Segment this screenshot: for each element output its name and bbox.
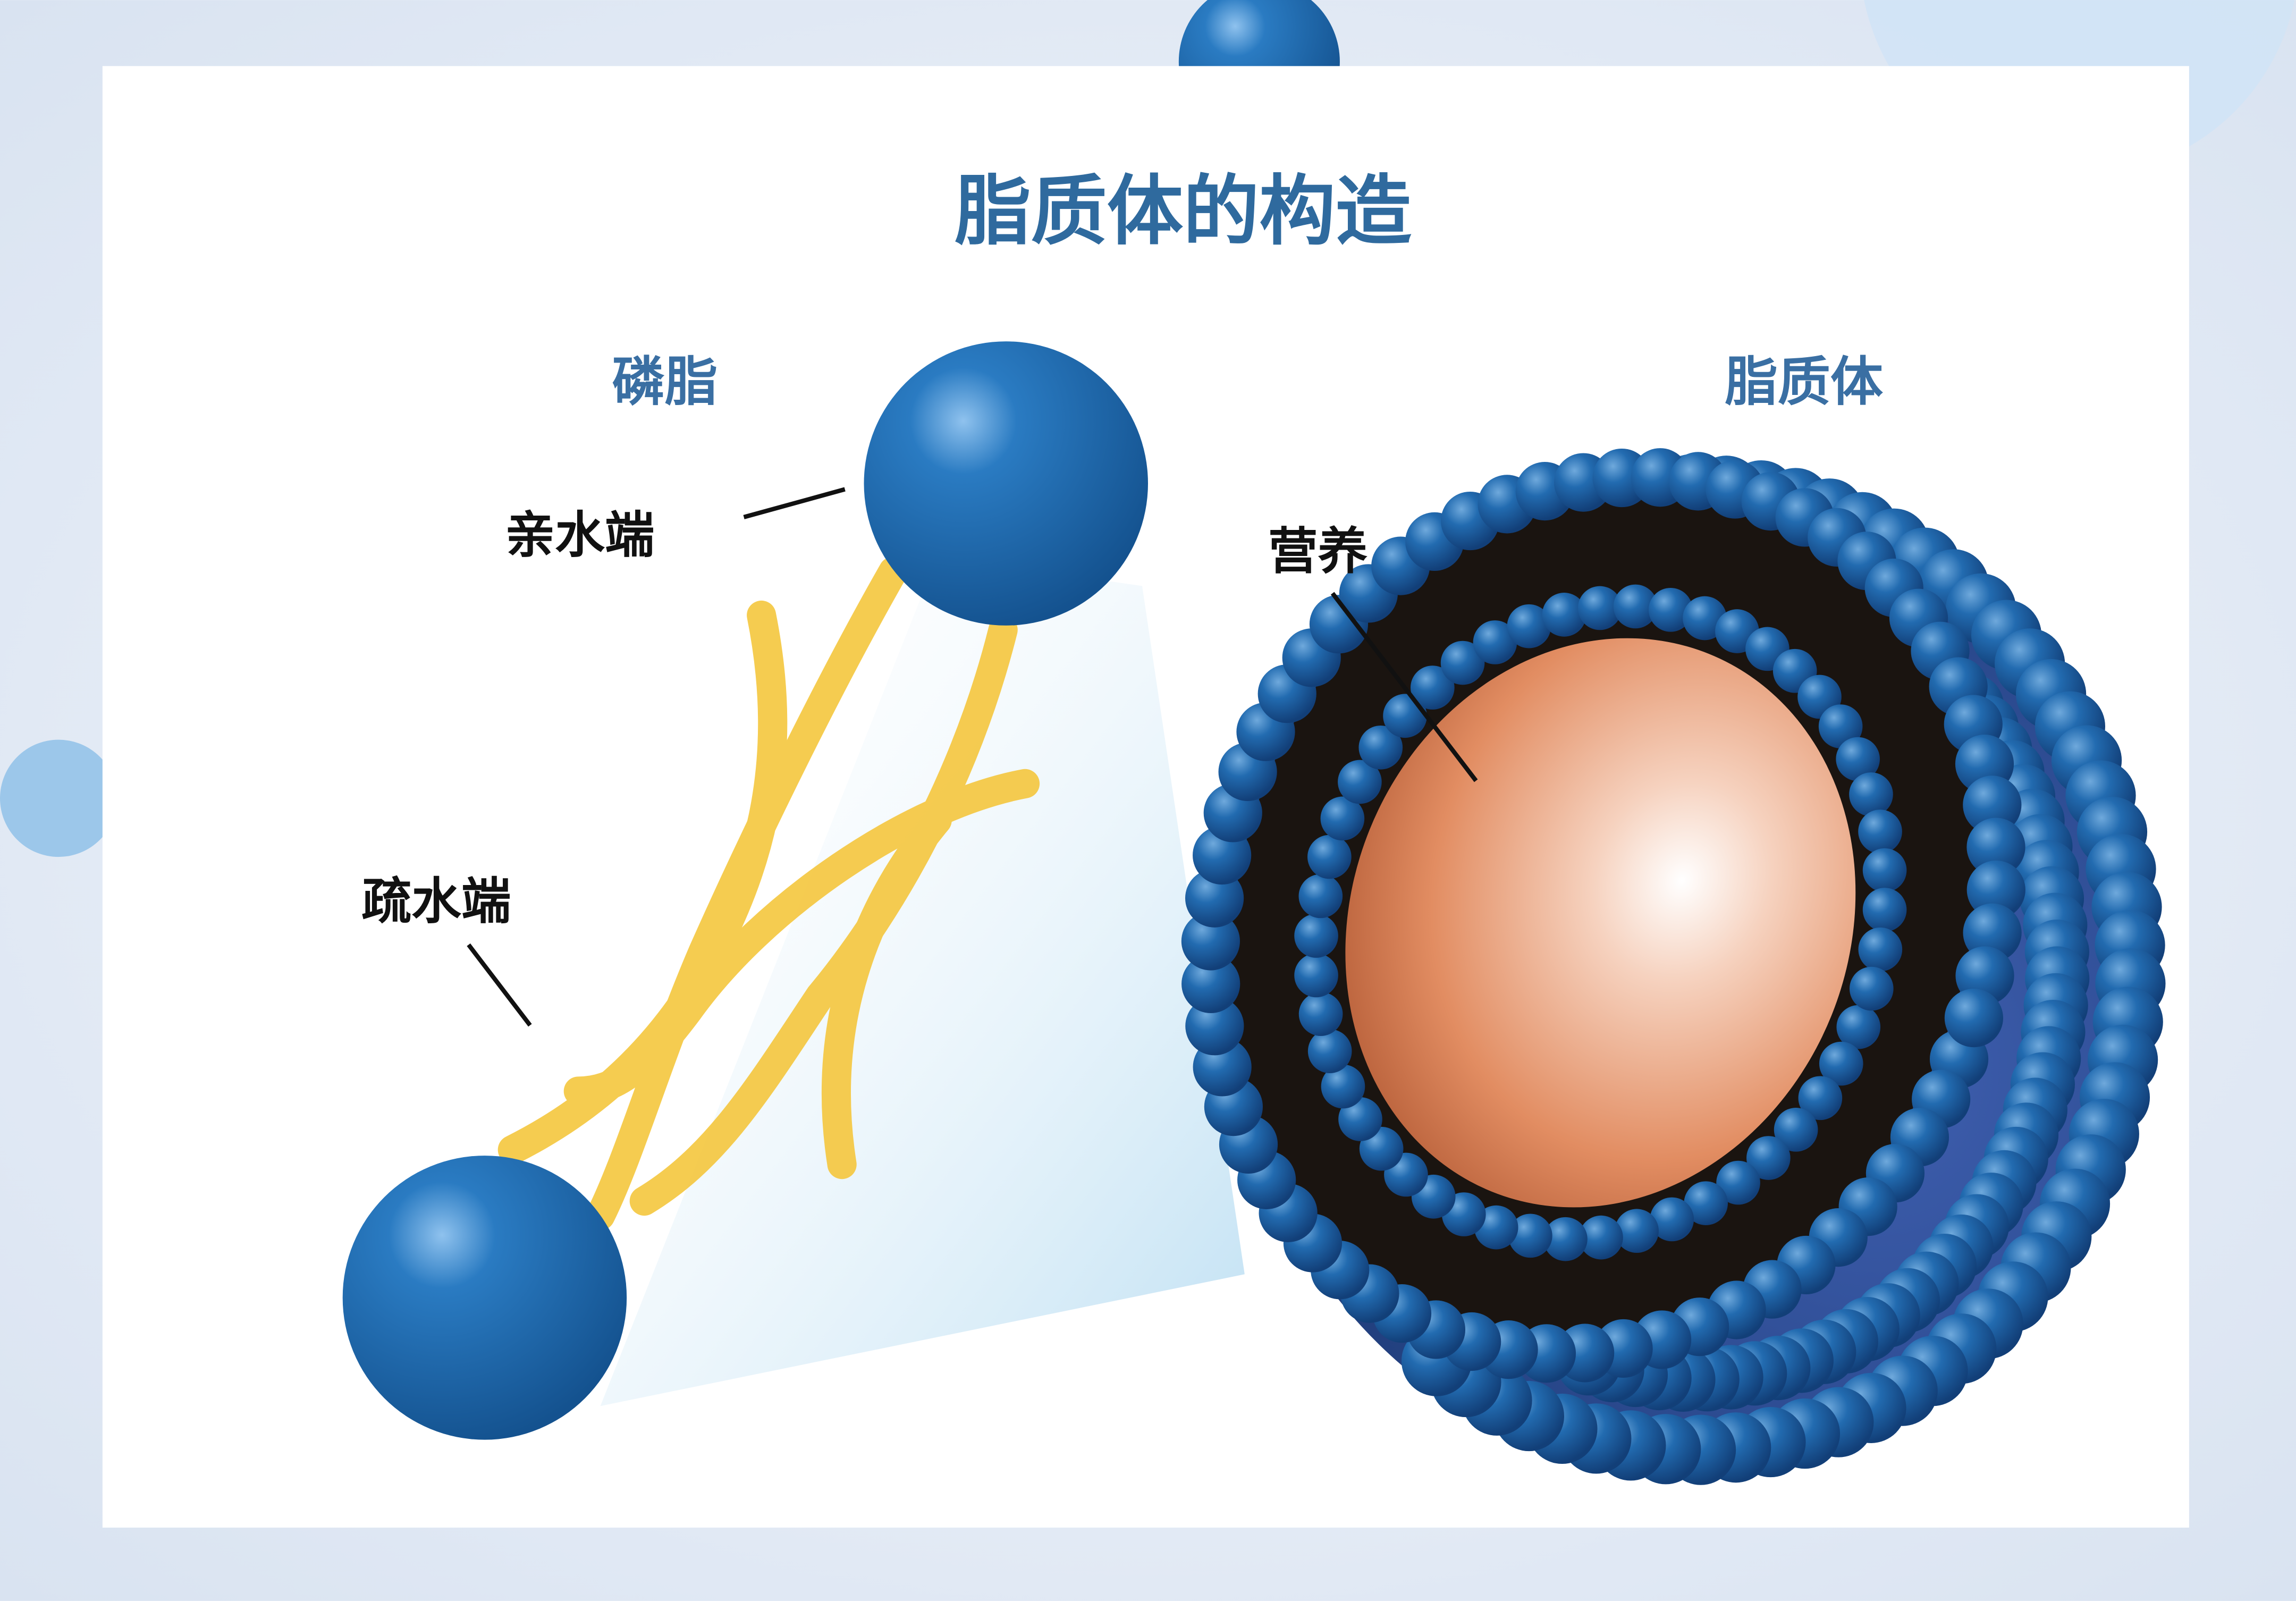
lipid-head-bead [1819, 1041, 1863, 1086]
lipid-head-bead [1836, 737, 1880, 781]
lipid-head-bead [1542, 593, 1586, 637]
lipid-head-bead [1298, 992, 1343, 1037]
leader-line [467, 943, 532, 1027]
lipid-head-bead [1358, 725, 1403, 770]
liposome-heading: 脂质体 [1725, 351, 1884, 412]
lipid-head-bead [1615, 1209, 1659, 1253]
nutrient-core [1345, 638, 1856, 1208]
lipid-head-bead [1185, 997, 1244, 1056]
hydrophilic-head-sphere [864, 341, 1148, 626]
lipid-head-bead [1966, 818, 2025, 877]
lipid-head-bead [1798, 1076, 1843, 1120]
liposome [1181, 448, 2166, 1485]
lipid-head-bead [1440, 641, 1485, 685]
lipid-head-bead [1684, 1181, 1728, 1225]
lipid-head-bead [1307, 835, 1352, 879]
phospholipid-heading: 磷脂 [612, 351, 718, 412]
lipid-head-bead [1579, 1215, 1623, 1260]
lipid-head-bead [1294, 914, 1338, 958]
inner-bead-layer [1294, 584, 1907, 1261]
lipid-head-bead [1862, 848, 1907, 892]
lipid-head-bead [1307, 1029, 1352, 1073]
tail [821, 805, 952, 1179]
lipid-head-bead [1338, 1097, 1382, 1141]
lipid-head-bead [1849, 966, 1894, 1011]
lipid-head-bead [1410, 665, 1455, 710]
lipid-head-bead [1858, 810, 1902, 854]
lipid-head-bead [1321, 1064, 1365, 1109]
lipid-head-bead [1849, 772, 1893, 816]
lipid-head-bead [1473, 620, 1517, 664]
lipid-head-bead [1320, 796, 1365, 841]
decorative-bubble [0, 739, 117, 857]
lipid-head-bead [1577, 586, 1622, 630]
lipid-head-bead [1944, 989, 2003, 1048]
lipid-head-bead [1836, 1005, 1881, 1049]
lipid-head-bead [1543, 1217, 1588, 1261]
lipid-head-bead [1298, 874, 1343, 919]
hydrophilic-label: 亲水端 [505, 507, 655, 564]
lipid-head-bead [1613, 584, 1658, 629]
lipid-head-bead [1858, 927, 1903, 972]
lipid-head-bead [1716, 1160, 1760, 1205]
page-title: 脂质体的构造 [955, 167, 1412, 256]
lipid-head-bead [1746, 1136, 1791, 1180]
hydrophilic-head-sphere [342, 1156, 627, 1440]
lipid-head-bead [1181, 912, 1240, 971]
hydrophobic-label: 疏水端 [362, 873, 511, 931]
lipid-head-bead [1774, 1108, 1818, 1152]
tail [586, 557, 908, 1231]
lipid-head-bead [1650, 1197, 1694, 1242]
leader-line [743, 487, 846, 519]
lipid-head-bead [1507, 604, 1551, 648]
hydrophobic-tails [497, 557, 1040, 1231]
nutrient-label: 营养 [1268, 523, 1368, 580]
lipid-head-bead [1181, 954, 1240, 1014]
lipid-head-bead [1963, 776, 2022, 835]
lipid-head-bead [1818, 704, 1863, 748]
lipid-head-bead [1294, 953, 1338, 998]
tail [629, 615, 1018, 1216]
lipid-head-bead [1966, 860, 2025, 920]
lipid-head-bead [1508, 1214, 1552, 1258]
lipid-head-bead [1648, 587, 1693, 632]
zoom-cone [600, 557, 1245, 1406]
lipid-head-bead [1338, 760, 1382, 804]
rim-bead-layer [1181, 448, 2025, 1383]
leader-line [1330, 592, 1478, 782]
lipid-head-bead [1862, 888, 1907, 932]
